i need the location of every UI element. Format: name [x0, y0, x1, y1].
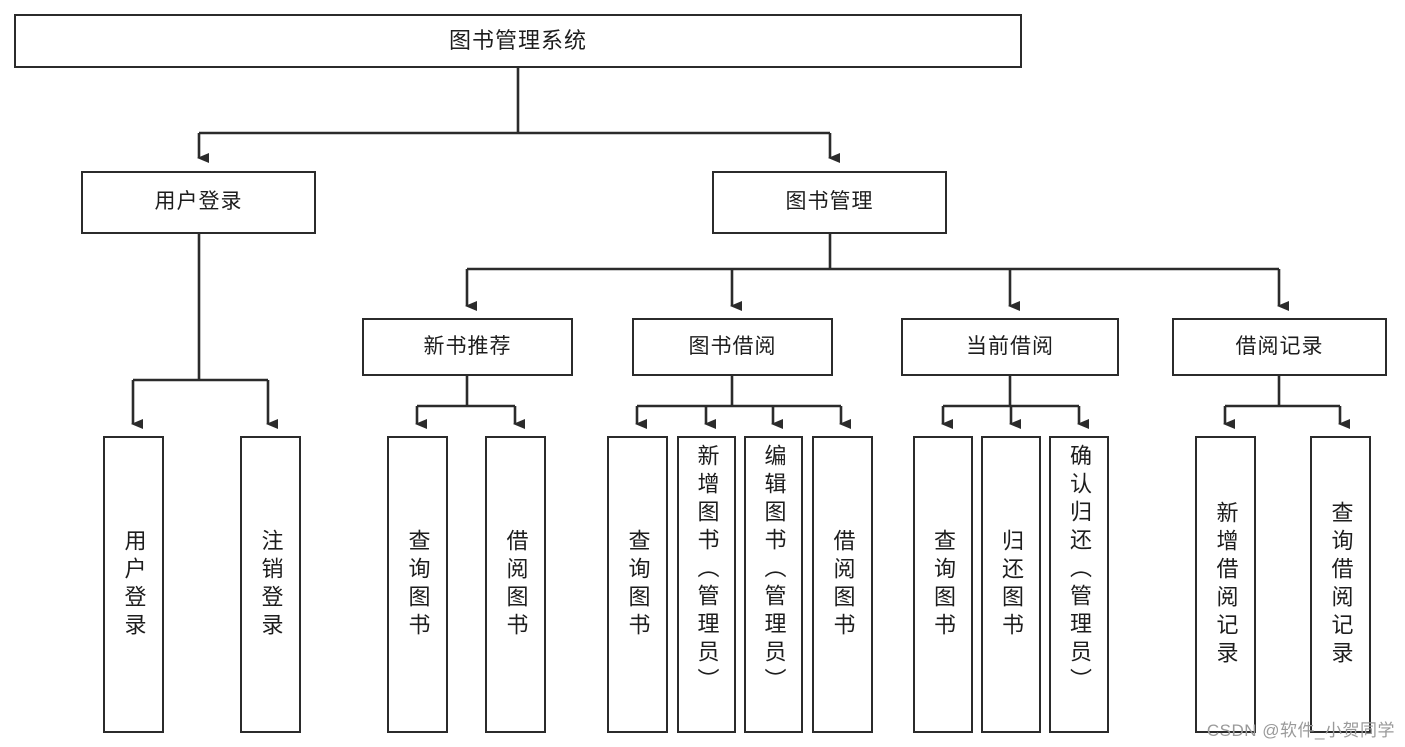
node-edit-book-admin[interactable]: 编辑图书（管理员）	[744, 436, 803, 733]
node-book-management-label: 图书管理	[785, 190, 874, 214]
node-root-system-label: 图书管理系统	[448, 28, 587, 54]
node-query-book-2[interactable]: 查询图书	[607, 436, 668, 733]
node-user-login[interactable]: 用户登录	[81, 171, 316, 234]
node-query-book-3[interactable]: 查询图书	[913, 436, 973, 733]
node-borrow-book-1[interactable]: 借阅图书	[485, 436, 546, 733]
node-book-management[interactable]: 图书管理	[712, 171, 947, 234]
node-query-borrow-record[interactable]: 查询借阅记录	[1310, 436, 1371, 733]
node-new-book-recommend[interactable]: 新书推荐	[362, 318, 573, 376]
node-add-book-admin-label: 新增图书（管理员）	[694, 444, 720, 696]
node-new-book-recommend-label: 新书推荐	[423, 334, 512, 358]
node-borrow-book-2-label: 借阅图书	[830, 528, 856, 641]
node-add-borrow-record[interactable]: 新增借阅记录	[1195, 436, 1256, 733]
node-root-system[interactable]: 图书管理系统	[14, 14, 1022, 68]
node-user-login-label: 用户登录	[154, 190, 243, 214]
node-logout-leaf[interactable]: 注销登录	[240, 436, 301, 733]
node-query-book-1-label: 查询图书	[405, 528, 431, 641]
node-return-book-label: 归还图书	[999, 528, 1024, 641]
node-add-book-admin[interactable]: 新增图书（管理员）	[677, 436, 736, 733]
node-query-book-1[interactable]: 查询图书	[387, 436, 448, 733]
node-query-book-3-label: 查询图书	[931, 528, 956, 641]
node-borrow-book-2[interactable]: 借阅图书	[812, 436, 873, 733]
node-borrow-record[interactable]: 借阅记录	[1172, 318, 1387, 376]
node-user-login-leaf[interactable]: 用户登录	[103, 436, 164, 733]
csdn-watermark: CSDN @软件_小贺同学	[1206, 721, 1395, 740]
node-query-book-2-label: 查询图书	[625, 528, 651, 641]
node-user-login-leaf-label: 用户登录	[121, 528, 147, 641]
node-current-borrow[interactable]: 当前借阅	[901, 318, 1119, 376]
node-add-borrow-record-label: 新增借阅记录	[1213, 500, 1239, 669]
node-book-borrow[interactable]: 图书借阅	[632, 318, 833, 376]
node-confirm-return-admin[interactable]: 确认归还（管理员）	[1049, 436, 1109, 733]
node-logout-leaf-label: 注销登录	[258, 528, 284, 641]
node-current-borrow-label: 当前借阅	[966, 334, 1054, 358]
node-edit-book-admin-label: 编辑图书（管理员）	[761, 444, 787, 696]
node-borrow-record-label: 借阅记录	[1235, 334, 1324, 358]
node-query-borrow-record-label: 查询借阅记录	[1328, 500, 1354, 669]
node-book-borrow-label: 图书借阅	[688, 334, 777, 358]
node-confirm-return-admin-label: 确认归还（管理员）	[1067, 444, 1092, 696]
node-return-book[interactable]: 归还图书	[981, 436, 1041, 733]
node-borrow-book-1-label: 借阅图书	[503, 528, 529, 641]
